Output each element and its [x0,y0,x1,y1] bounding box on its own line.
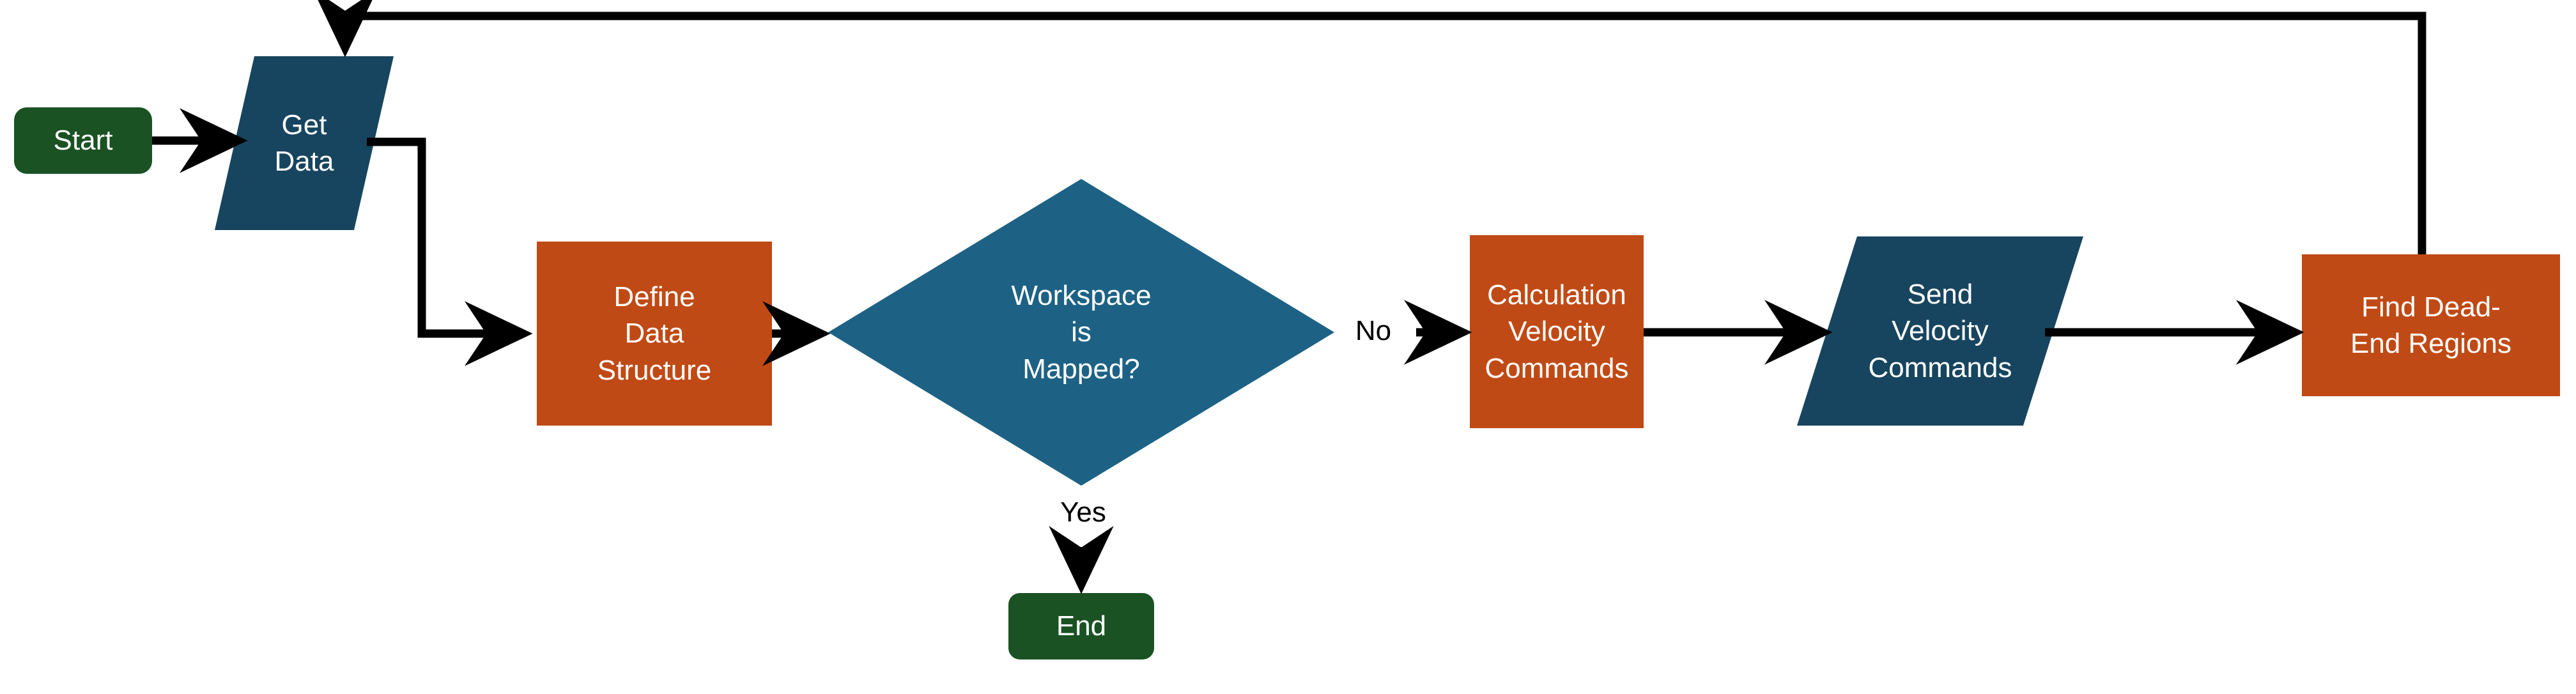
node-calculation-velocity-commands-shape[interactable] [1470,235,1644,428]
node-define-data-structure-shape[interactable] [537,242,772,426]
node-workspace-is-mapped-shape[interactable] [828,179,1334,486]
node-start-shape[interactable] [14,107,152,174]
node-send-velocity-commands-shape[interactable] [1797,236,2083,426]
edge-get-data-to-define-data-structure [367,137,533,366]
node-get-data-shape[interactable] [215,56,394,230]
node-end-shape[interactable] [1008,593,1154,659]
edge-label-no: No [1355,315,1392,346]
edge-find-dead-end-regions-to-get-data-feedback [312,0,2426,254]
node-find-dead-end-regions-shape[interactable] [2302,254,2560,396]
edge-label-yes: Yes [1060,497,1106,528]
